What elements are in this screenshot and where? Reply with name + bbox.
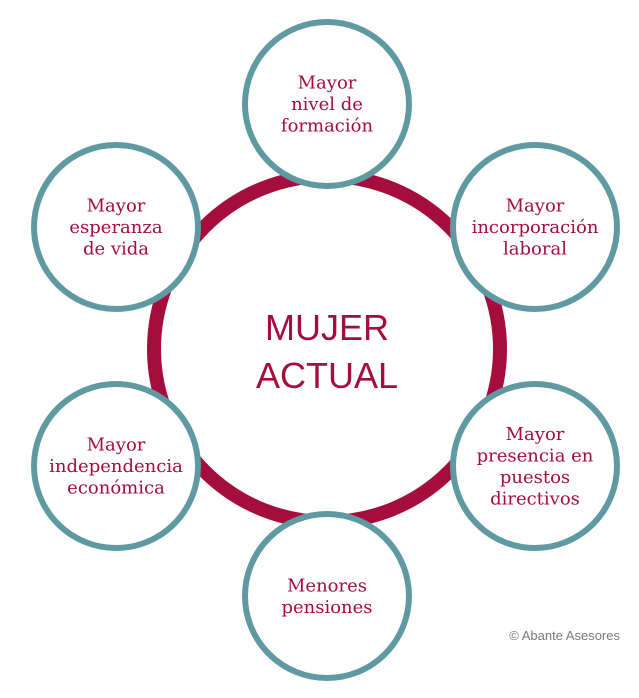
node-independencia-line-2: independencia bbox=[49, 456, 183, 477]
node-independencia-circle bbox=[31, 381, 201, 551]
node-directivos-line-4: directivos bbox=[490, 488, 580, 509]
node-esperanza-circle bbox=[31, 142, 201, 312]
node-directivos-line-3: puestos bbox=[500, 467, 570, 488]
node-incorporacion-line-1: Mayor bbox=[506, 196, 565, 217]
node-independencia-line-1: Mayor bbox=[87, 435, 146, 456]
center-label: MUJER ACTUAL bbox=[256, 307, 398, 396]
node-incorporacion-circle bbox=[450, 142, 620, 312]
node-pensiones-circle bbox=[242, 511, 412, 681]
node-directivos-line-1: Mayor bbox=[506, 424, 565, 445]
node-incorporacion-line-2: incorporación bbox=[472, 217, 599, 238]
node-incorporacion-line-3: laboral bbox=[503, 239, 567, 260]
node-directivos-circle bbox=[450, 381, 620, 551]
credit-label: © Abante Asesores bbox=[509, 628, 620, 643]
center-label-line-1: MUJER bbox=[265, 307, 389, 348]
node-formacion-line-3: formación bbox=[281, 116, 374, 137]
center-label-line-2: ACTUAL bbox=[256, 355, 398, 396]
node-directivos-line-2: presencia en bbox=[477, 445, 594, 466]
node-formacion-line-2: nivel de bbox=[291, 94, 363, 115]
central-ring bbox=[147, 169, 507, 529]
node-formacion-circle bbox=[242, 19, 412, 189]
node-esperanza-line-2: esperanza bbox=[69, 217, 162, 238]
node-esperanza-line-1: Mayor bbox=[87, 196, 146, 217]
node-pensiones-line-1: Menores bbox=[287, 575, 367, 596]
node-independencia-line-3: económica bbox=[67, 478, 165, 499]
node-esperanza-line-3: de vida bbox=[83, 239, 149, 260]
node-formacion-line-1: Mayor bbox=[298, 73, 357, 94]
node-pensiones-line-2: pensiones bbox=[281, 597, 372, 618]
